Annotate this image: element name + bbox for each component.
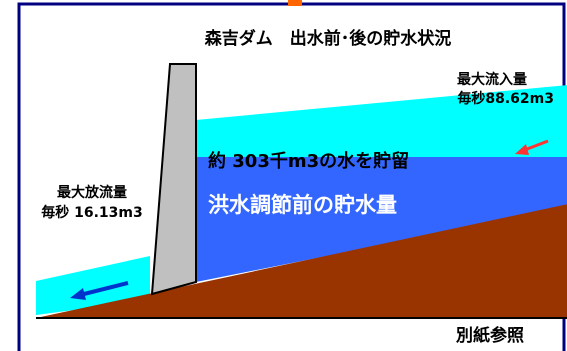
inflow-label-line2: 毎秒88.62m3 — [457, 90, 554, 107]
outflow-label-line1: 最大放流量 — [57, 184, 127, 201]
pre-flood-storage-water — [196, 157, 567, 282]
outflow-arrow-icon — [70, 281, 129, 300]
diagram-title: 森吉ダム 出水前･後の貯水状況 — [205, 28, 452, 49]
inflow-arrow-icon — [515, 139, 549, 155]
dam-body — [150, 63, 197, 296]
stored-water-label: 約 303千m3の水を貯留 — [208, 150, 409, 172]
outflow-label-line2: 毎秒 16.13m3 — [41, 204, 143, 221]
top-accent-mark — [288, 0, 302, 6]
footer-reference: 別紙参照 — [455, 325, 524, 346]
stored-flood-water — [196, 85, 567, 157]
ground-slope — [36, 204, 567, 318]
inflow-label-line1: 最大流入量 — [457, 71, 527, 88]
pre-flood-storage-label: 洪水調節前の貯水量 — [208, 193, 397, 217]
